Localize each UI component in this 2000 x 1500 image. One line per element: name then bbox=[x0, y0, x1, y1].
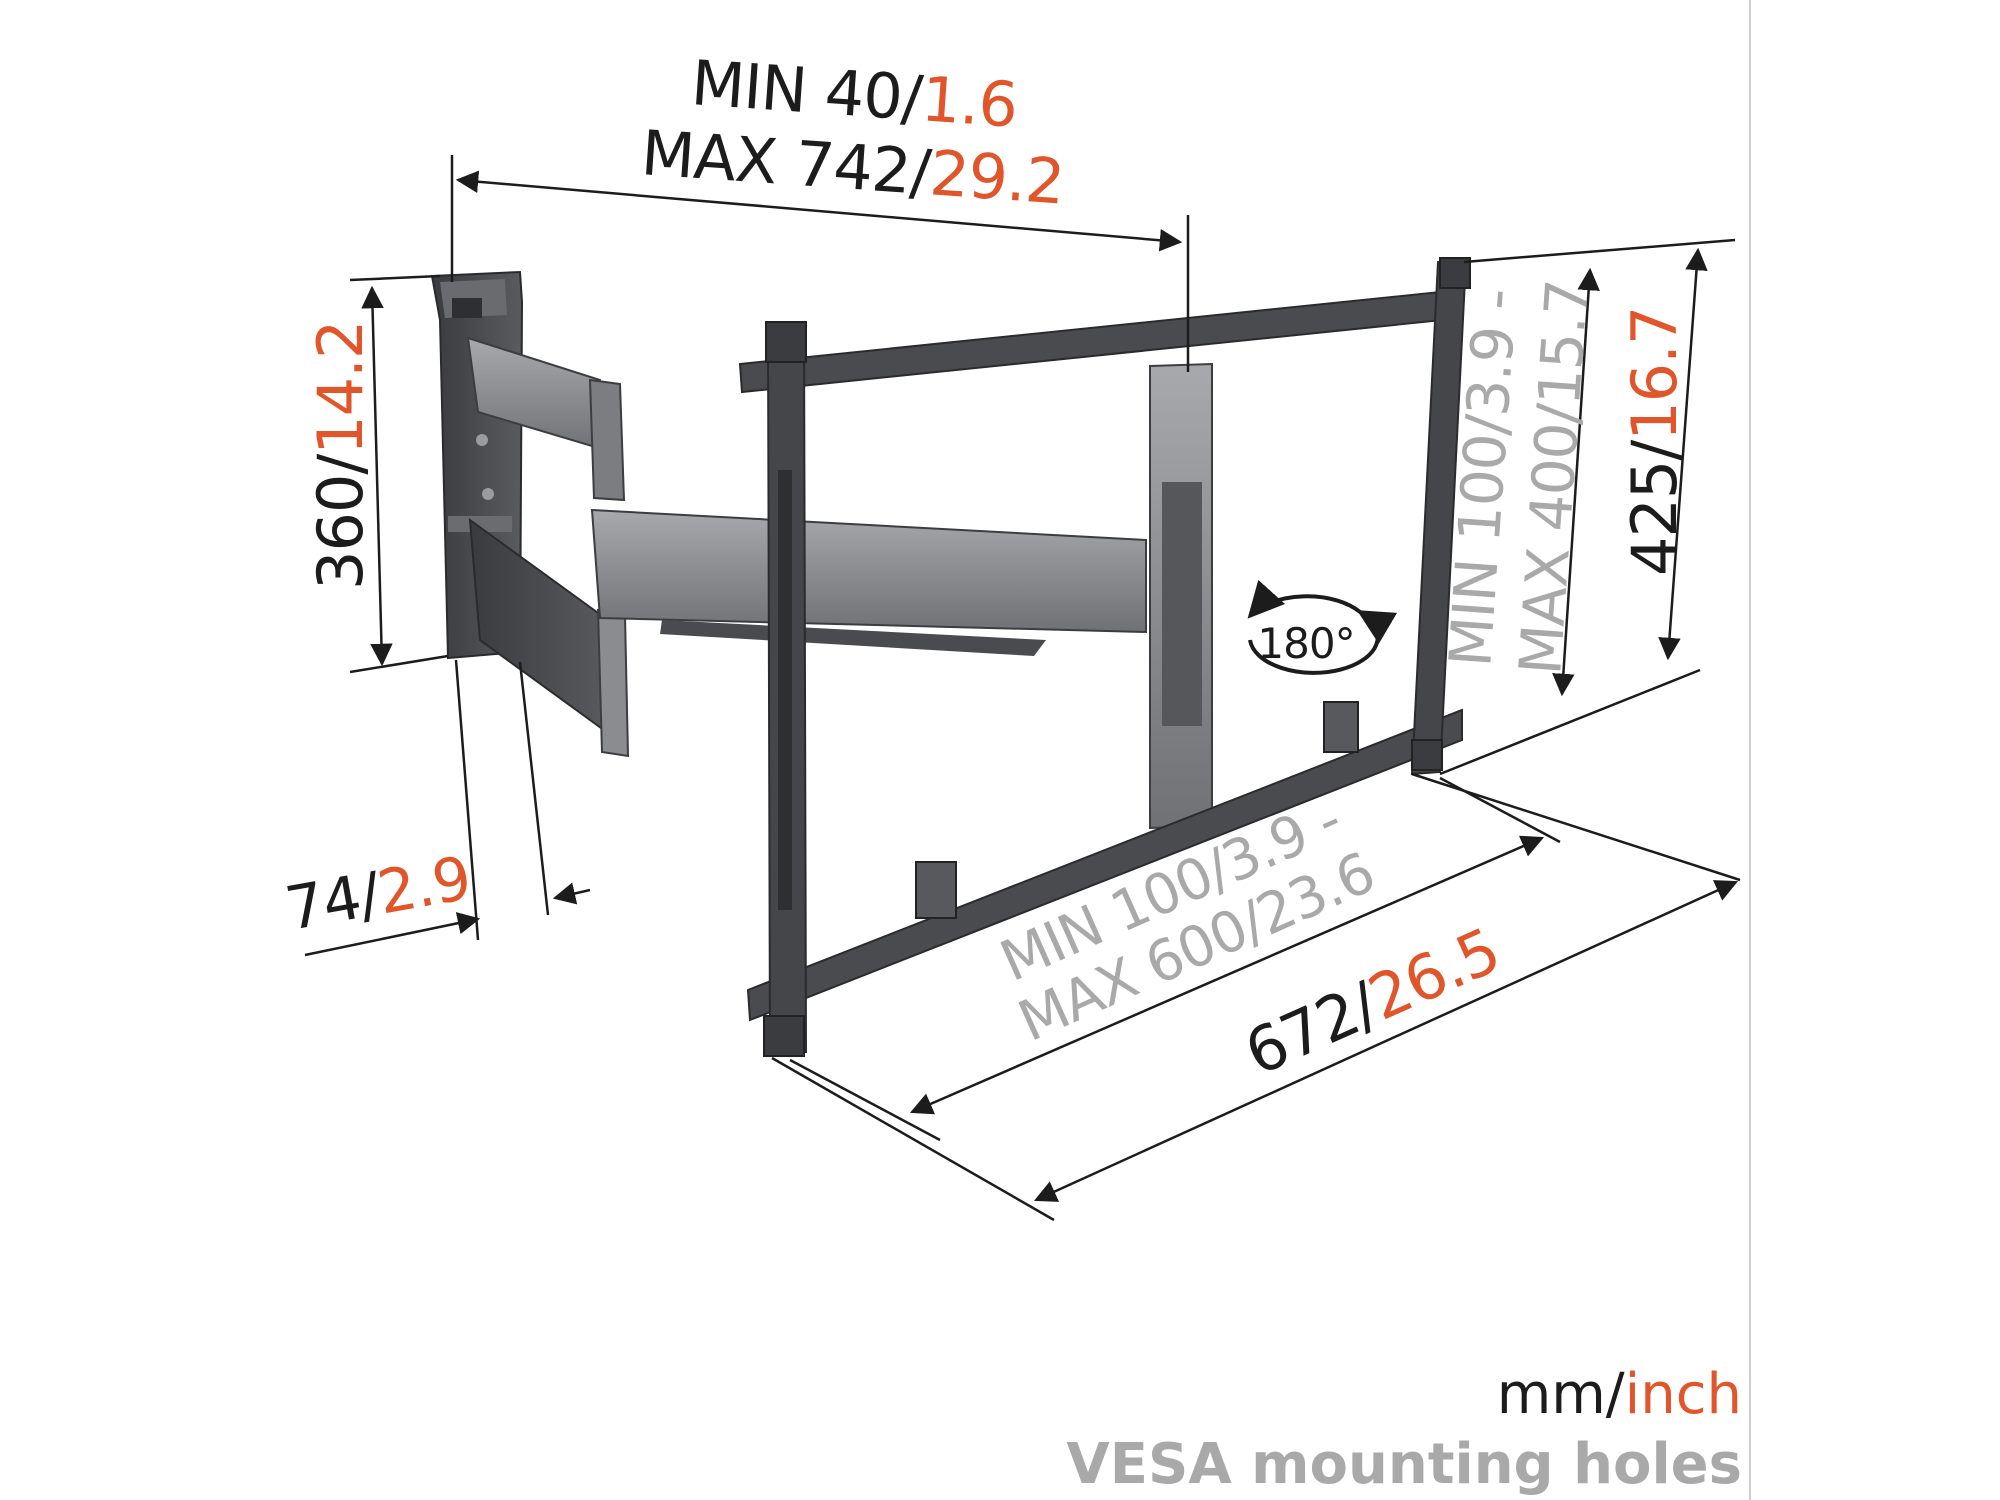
wall-plate-depth-label: 74/2.9 bbox=[280, 844, 475, 945]
rotate-arrows-icon bbox=[1248, 610, 1398, 675]
arm-extension-min: MIN 40/1.6 bbox=[689, 46, 1020, 142]
units-legend: mm/inch bbox=[1497, 1362, 1742, 1427]
rotation-indicator: 180° bbox=[1247, 579, 1398, 675]
vesa-legend: VESA mounting holes bbox=[1066, 1432, 1742, 1497]
wall-plate-height-label: 360/14.2 bbox=[304, 321, 377, 590]
total-height-label: 425/16.7 bbox=[1618, 307, 1691, 576]
units-inch: inch bbox=[1624, 1362, 1742, 1427]
main-arm bbox=[590, 508, 1147, 656]
dimension-lines bbox=[304, 155, 1741, 1222]
upper-arm bbox=[466, 336, 630, 758]
center-bracket bbox=[1149, 362, 1213, 830]
rotation-label: 180° bbox=[1257, 619, 1354, 668]
units-mm: mm/ bbox=[1496, 1362, 1625, 1427]
